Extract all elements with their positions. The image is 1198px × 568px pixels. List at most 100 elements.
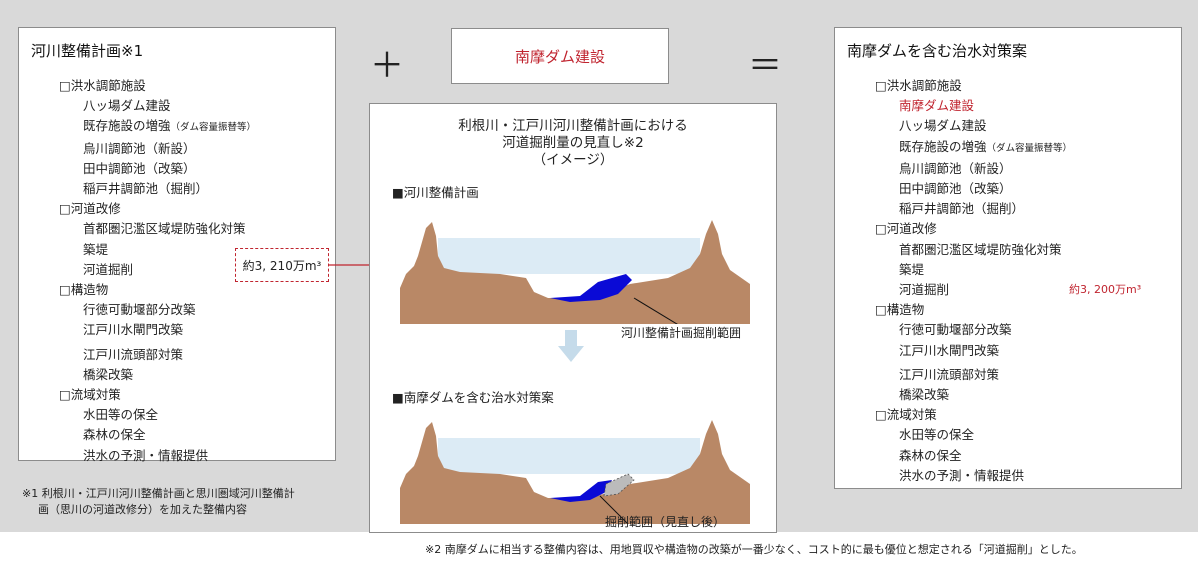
- item-label: 田中調節池（改築）: [899, 181, 1012, 197]
- list-item: 稲戸井調節池（掘削）: [83, 179, 256, 199]
- footnote-1-line2: 画（思川の河道改修分）を加えた整備内容: [38, 503, 247, 516]
- list-item: 稲戸井調節池（掘削）: [899, 199, 1072, 219]
- category-heading: □構造物: [59, 280, 256, 300]
- item-label: □流域対策: [875, 407, 937, 423]
- category-heading: □河道改修: [875, 219, 1072, 239]
- list-item: 首都圏氾濫区域堤防強化対策: [83, 219, 256, 239]
- item-label: 既存施設の増強: [83, 118, 171, 134]
- item-note: （ダム容量振替等）: [170, 122, 257, 134]
- list-item: 江戸川流頭部対策: [899, 365, 1072, 385]
- section-river-plan: ■河川整備計画: [392, 185, 479, 200]
- item-label: 江戸川流頭部対策: [83, 346, 184, 362]
- list-item: 首都圏氾濫区域堤防強化対策: [899, 240, 1072, 260]
- plus-sign: ＋: [370, 46, 404, 86]
- category-heading: □洪水調節施設: [59, 76, 256, 96]
- item-label: 南摩ダム建設: [899, 98, 975, 114]
- item-label: 行徳可動堰部分改築: [899, 322, 1012, 338]
- river-plan-title: 河川整備計画※1: [31, 42, 144, 60]
- item-label: 江戸川水閘門改築: [899, 342, 1000, 358]
- river-plan-panel: 河川整備計画※1 □洪水調節施設八ッ場ダム建設既存施設の増強（ダム容量振替等）烏…: [18, 27, 336, 463]
- item-label: 江戸川水閘門改築: [83, 322, 184, 338]
- item-label: 烏川調節池（新設）: [83, 140, 196, 156]
- item-label: 八ッ場ダム建設: [899, 118, 987, 134]
- item-label: 橋梁改築: [899, 387, 950, 403]
- item-label: □河道改修: [875, 221, 937, 237]
- footnote-1-line1: ※1 利根川・江戸川河川整備計画と思川圏域河川整備計: [22, 487, 295, 500]
- item-label: 水田等の保全: [899, 427, 975, 443]
- list-item: 烏川調節池（新設）: [83, 139, 256, 159]
- item-label: 森林の保全: [83, 427, 146, 443]
- nanma-dam-box: 南摩ダム建設: [451, 28, 669, 84]
- item-label: 河道掘削: [83, 261, 134, 277]
- item-label: 水田等の保全: [83, 407, 159, 423]
- callout-revised-excavation: 掘削範囲（見直し後）: [605, 515, 726, 529]
- item-label: 首都圏氾濫区域堤防強化対策: [83, 221, 246, 237]
- category-heading: □構造物: [875, 300, 1072, 320]
- nanma-plan-panel: 南摩ダムを含む治水対策案 □洪水調節施設南摩ダム建設八ッ場ダム建設既存施設の増強…: [834, 27, 1182, 489]
- list-item: 田中調節池（改築）: [899, 179, 1072, 199]
- list-item: 洪水の予測・情報提供: [899, 466, 1072, 486]
- item-label: 既存施設の増強: [899, 138, 987, 154]
- list-item: 烏川調節池（新設）: [899, 159, 1072, 179]
- item-label: 田中調節池（改築）: [83, 160, 196, 176]
- river-plan-item-list: □洪水調節施設八ッ場ダム建設既存施設の増強（ダム容量振替等）烏川調節池（新設）田…: [59, 76, 256, 466]
- list-item: 橋梁改築: [83, 365, 256, 385]
- item-label: 築堤: [899, 261, 925, 277]
- list-item: 洪水の予測・情報提供: [83, 446, 256, 466]
- equals-sign: ＝: [748, 46, 782, 86]
- center-title-line3: （イメージ）: [532, 152, 614, 168]
- category-heading: □流域対策: [875, 405, 1072, 425]
- cross-section-revised: [400, 420, 750, 524]
- list-item: 八ッ場ダム建設: [83, 96, 256, 116]
- category-heading: □流域対策: [59, 385, 256, 405]
- item-label: 洪水の予測・情報提供: [899, 467, 1025, 483]
- list-item: 築堤: [899, 260, 1072, 280]
- item-label: 橋梁改築: [83, 366, 134, 382]
- item-label: 烏川調節池（新設）: [899, 160, 1012, 176]
- item-label: □洪水調節施設: [59, 78, 146, 93]
- list-item: 森林の保全: [83, 425, 256, 445]
- list-item: 行徳可動堰部分改築: [83, 300, 256, 320]
- nanma-plan-item-list: □洪水調節施設南摩ダム建設八ッ場ダム建設既存施設の増強（ダム容量振替等）烏川調節…: [875, 76, 1072, 486]
- item-label: 河道掘削: [899, 282, 950, 298]
- item-label: 稲戸井調節池（掘削）: [899, 201, 1025, 217]
- list-item: 築堤: [83, 240, 256, 260]
- center-title-line1: 利根川・江戸川河川整備計画における: [458, 118, 688, 134]
- list-item: 江戸川流頭部対策: [83, 345, 256, 365]
- excavation-image-panel: 利根川・江戸川河川整備計画における 河道掘削量の見直し※2 （イメージ） ■河川…: [369, 103, 777, 533]
- category-heading: □洪水調節施設: [875, 76, 1072, 96]
- list-item: 橋梁改築: [899, 385, 1072, 405]
- item-label: □河道改修: [59, 201, 121, 217]
- footnote-2: ※2 南摩ダムに相当する整備内容は、用地買収や構造物の改築が一番少なく、コスト的…: [425, 543, 1083, 556]
- category-heading: □河道改修: [59, 199, 256, 219]
- item-label: 洪水の予測・情報提供: [83, 447, 209, 463]
- callout-plan-excavation: 河川整備計画掘削範囲: [621, 326, 742, 340]
- list-item: 江戸川水閘門改築: [899, 341, 1072, 361]
- list-item: 水田等の保全: [83, 405, 256, 425]
- item-note: （ダム容量振替等）: [986, 142, 1073, 154]
- excavation-amount-revised: 約3, 200万m³: [1069, 283, 1142, 296]
- list-item: 既存施設の増強（ダム容量振替等）: [83, 116, 256, 138]
- list-item: 南摩ダム建設: [899, 96, 1072, 116]
- section-nanma-plan: ■南摩ダムを含む治水対策案: [392, 390, 554, 405]
- list-item: 森林の保全: [899, 446, 1072, 466]
- list-item: 既存施設の増強（ダム容量振替等）: [899, 137, 1072, 159]
- item-label: □流域対策: [59, 387, 121, 403]
- list-item: 河道掘削: [899, 280, 1072, 300]
- item-label: □洪水調節施設: [875, 78, 962, 93]
- item-label: 行徳可動堰部分改築: [83, 302, 196, 318]
- down-arrow-icon: [558, 330, 584, 362]
- nanma-plan-title: 南摩ダムを含む治水対策案: [847, 42, 1028, 60]
- item-label: 首都圏氾濫区域堤防強化対策: [899, 241, 1062, 257]
- cross-section-plan: [400, 220, 750, 324]
- list-item: 行徳可動堰部分改築: [899, 320, 1072, 340]
- list-item: 河道掘削: [83, 260, 256, 280]
- list-item: 水田等の保全: [899, 425, 1072, 445]
- item-label: 築堤: [83, 241, 109, 257]
- list-item: 八ッ場ダム建設: [899, 116, 1072, 136]
- center-title-line2: 河道掘削量の見直し※2: [502, 135, 644, 151]
- list-item: 田中調節池（改築）: [83, 159, 256, 179]
- list-item: 江戸川水閘門改築: [83, 320, 256, 340]
- item-label: □構造物: [59, 282, 109, 298]
- item-label: 江戸川流頭部対策: [899, 366, 1000, 382]
